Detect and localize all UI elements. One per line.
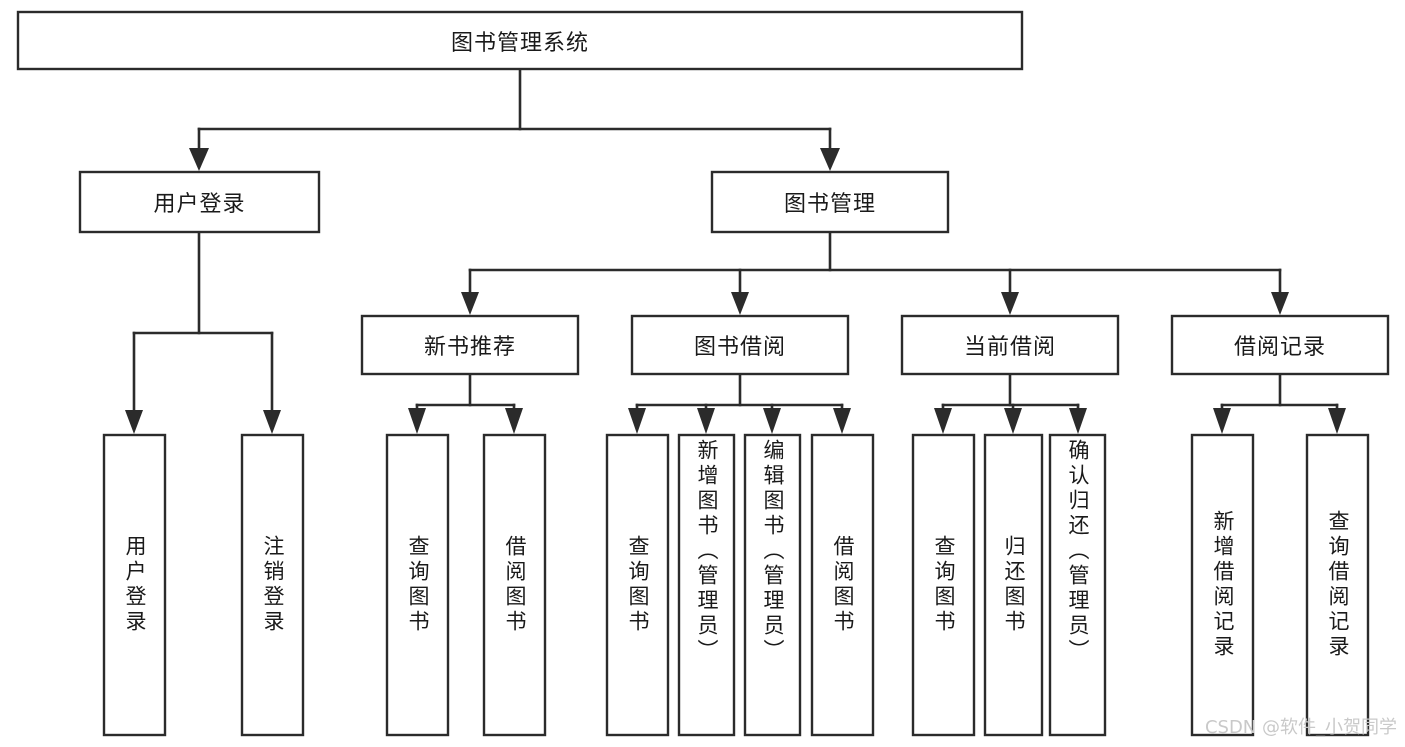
arrow-to-leaf-logout — [263, 410, 281, 434]
arrow-to-book-borrow — [731, 292, 749, 315]
arrow-to-leaf-add-book — [697, 408, 715, 434]
node-box-leaf-confirm-return[interactable] — [1048, 433, 1107, 737]
node-box-book-borrow[interactable] — [630, 314, 850, 376]
node-box-new-book-recommend[interactable] — [360, 314, 580, 376]
arrow-to-book-management — [820, 148, 840, 171]
connector-group-new-book-recommend — [408, 372, 523, 434]
arrow-to-leaf-add-borrow-record — [1213, 408, 1231, 434]
arrow-to-new-book-recommend — [461, 292, 479, 315]
connector-group-book-management — [461, 230, 1289, 315]
node-box-leaf-user-login[interactable] — [102, 433, 167, 737]
node-box-borrow-record[interactable] — [1170, 314, 1390, 376]
arrow-to-leaf-borrow-book-1 — [505, 408, 523, 434]
arrow-to-leaf-query-borrow-record — [1328, 408, 1346, 434]
node-box-current-borrow[interactable] — [900, 314, 1120, 376]
node-box-leaf-query-book-3[interactable] — [911, 433, 976, 737]
connector-group-borrow-record — [1213, 372, 1346, 434]
node-box-leaf-edit-book[interactable] — [743, 433, 802, 737]
arrow-to-leaf-confirm-return — [1069, 408, 1087, 434]
node-box-leaf-add-borrow-record[interactable] — [1190, 433, 1255, 737]
arrow-to-leaf-return-book — [1004, 408, 1022, 434]
node-box-leaf-add-book[interactable] — [677, 433, 736, 737]
arrow-to-current-borrow — [1001, 292, 1019, 315]
node-box-leaf-return-book[interactable] — [983, 433, 1044, 737]
node-box-leaf-borrow-book-2[interactable] — [810, 433, 875, 737]
connector-group-current-borrow — [934, 372, 1087, 434]
arrow-to-leaf-query-book-1 — [408, 408, 426, 434]
node-box-leaf-logout[interactable] — [240, 433, 305, 737]
node-box-leaf-query-book-2[interactable] — [605, 433, 670, 737]
connector-group-book-borrow — [628, 372, 851, 434]
arrow-to-leaf-edit-book — [763, 408, 781, 434]
node-box-leaf-query-borrow-record[interactable] — [1305, 433, 1370, 737]
node-box-root[interactable] — [16, 10, 1024, 71]
arrow-to-user-login — [189, 148, 209, 171]
node-box-book-management[interactable] — [710, 170, 950, 234]
connector-group-root — [189, 67, 840, 171]
node-box-leaf-borrow-book-1[interactable] — [482, 433, 547, 737]
connector-group-user-login — [125, 230, 281, 434]
node-box-user-login[interactable] — [78, 170, 321, 234]
node-box-leaf-query-book-1[interactable] — [385, 433, 450, 737]
arrow-to-leaf-borrow-book-2 — [833, 408, 851, 434]
arrow-to-leaf-query-book-2 — [628, 408, 646, 434]
arrow-to-leaf-user-login — [125, 410, 143, 434]
arrow-to-borrow-record — [1271, 292, 1289, 315]
arrow-to-leaf-query-book-3 — [934, 408, 952, 434]
